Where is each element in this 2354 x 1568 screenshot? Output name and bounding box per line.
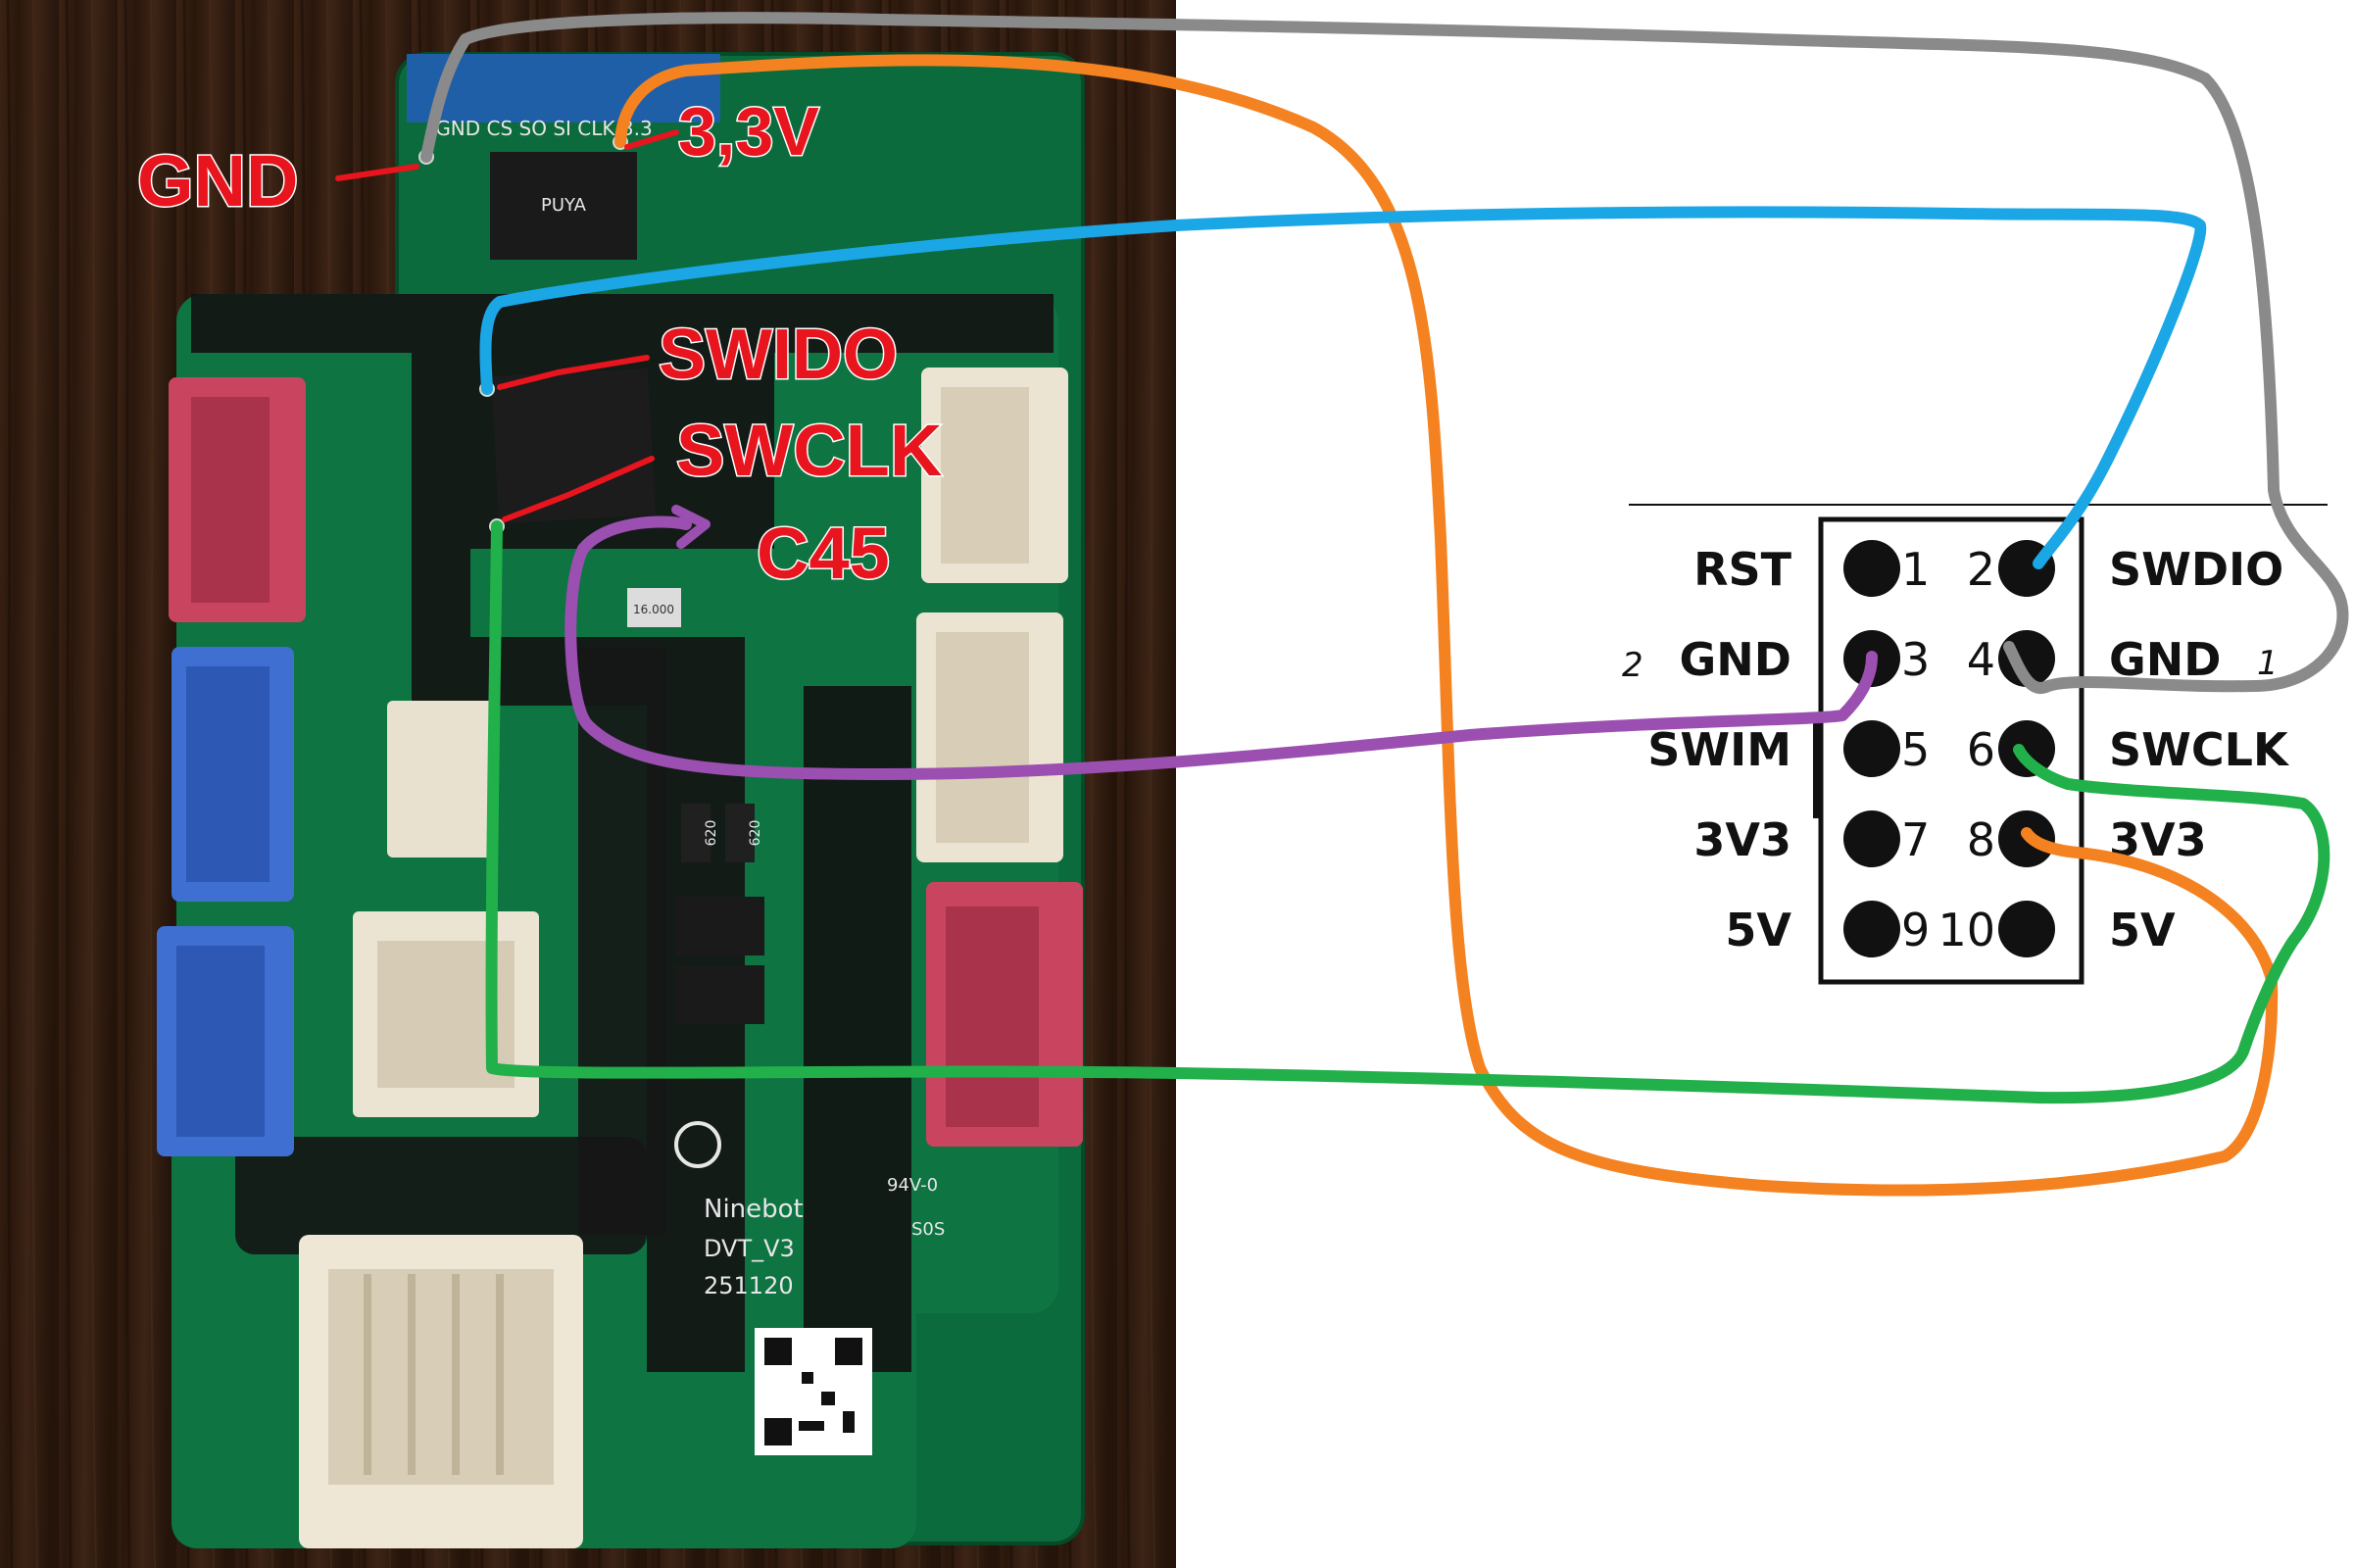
pin-1-label: RST bbox=[1693, 543, 1792, 596]
pin-8-number: 8 bbox=[1967, 813, 1995, 866]
mcu-chip bbox=[491, 368, 656, 524]
gnd-pointer bbox=[335, 164, 419, 181]
pin-5-label: SWIM bbox=[1647, 723, 1791, 776]
swdio-pointer bbox=[497, 355, 650, 390]
pin-5-dot bbox=[1843, 720, 1900, 777]
pin-2-label: SWDIO bbox=[2109, 543, 2283, 596]
resistor-label-1: 620 bbox=[704, 820, 719, 847]
flash-chip bbox=[490, 152, 637, 260]
wire-c45 bbox=[564, 515, 1878, 780]
pin-4-number: 4 bbox=[1967, 633, 1995, 686]
swdio-annotation: SWIDO bbox=[659, 316, 898, 394]
c45-annotation: C45 bbox=[757, 513, 890, 594]
crystal bbox=[627, 588, 681, 627]
note-right-gnd: 1 bbox=[2257, 644, 2279, 683]
note-left-gnd: 2 bbox=[1622, 646, 1643, 685]
swclk-pointer bbox=[502, 456, 655, 522]
pin-9-label: 5V bbox=[1725, 904, 1791, 956]
pcb-board: PUYA 16.000 620 620 GND CS SO SI CLK 3.3… bbox=[157, 52, 1085, 1548]
v33-annotation: 3,3V bbox=[678, 93, 819, 170]
pin-3-label: GND bbox=[1680, 633, 1791, 686]
pin-9-dot bbox=[1843, 901, 1900, 957]
model-silk: DVT_V3 bbox=[704, 1235, 795, 1262]
pin-1-number: 1 bbox=[1901, 543, 1930, 596]
pin-10-number: 10 bbox=[1937, 904, 1995, 956]
bottom-connector bbox=[299, 1235, 583, 1548]
wire-gnd bbox=[420, 12, 2349, 694]
pin-6-dot bbox=[1998, 720, 2055, 777]
wire-c45-arrow bbox=[671, 505, 711, 549]
connectors-right bbox=[916, 368, 1083, 1147]
wire-swclk bbox=[485, 520, 2330, 1104]
pin-1-dot bbox=[1843, 540, 1900, 597]
wires bbox=[420, 12, 2349, 1197]
pin-7-dot bbox=[1843, 810, 1900, 867]
chip-silk: PUYA bbox=[541, 195, 587, 216]
cert-silk-2: S0S bbox=[911, 1219, 945, 1240]
pin-7-number: 7 bbox=[1901, 813, 1930, 866]
v33-pointer bbox=[624, 129, 679, 150]
annotations: GND 3,3V SWIDO SWCLK C45 bbox=[136, 92, 944, 596]
blue-header bbox=[407, 54, 720, 122]
resistor-label-2: 620 bbox=[748, 820, 763, 847]
cert-silk-1: 94V-0 bbox=[887, 1175, 938, 1196]
date-silk: 251120 bbox=[704, 1272, 794, 1299]
qr-code bbox=[755, 1328, 872, 1455]
pin-4-label: GND bbox=[2109, 633, 2221, 686]
pin-6-label: SWCLK bbox=[2109, 723, 2290, 776]
connector-key bbox=[1813, 720, 1823, 818]
brand-silk: Ninebot bbox=[704, 1195, 804, 1224]
pin-10-label: 5V bbox=[2109, 904, 2176, 956]
pin-9-number: 9 bbox=[1901, 904, 1930, 956]
pin-2-number: 2 bbox=[1967, 543, 1995, 596]
pin-10-dot bbox=[1998, 901, 2055, 957]
wire-swdio bbox=[479, 206, 2207, 569]
crystal-label: 16.000 bbox=[633, 603, 674, 616]
pin-3-number: 3 bbox=[1901, 633, 1930, 686]
pin-7-label: 3V3 bbox=[1693, 813, 1791, 866]
pin-5-number: 5 bbox=[1901, 723, 1930, 776]
gnd-annotation: GND bbox=[137, 140, 298, 221]
logo-icon bbox=[674, 1121, 721, 1168]
swclk-annotation: SWCLK bbox=[676, 410, 942, 491]
pin-6-number: 6 bbox=[1967, 723, 1995, 776]
